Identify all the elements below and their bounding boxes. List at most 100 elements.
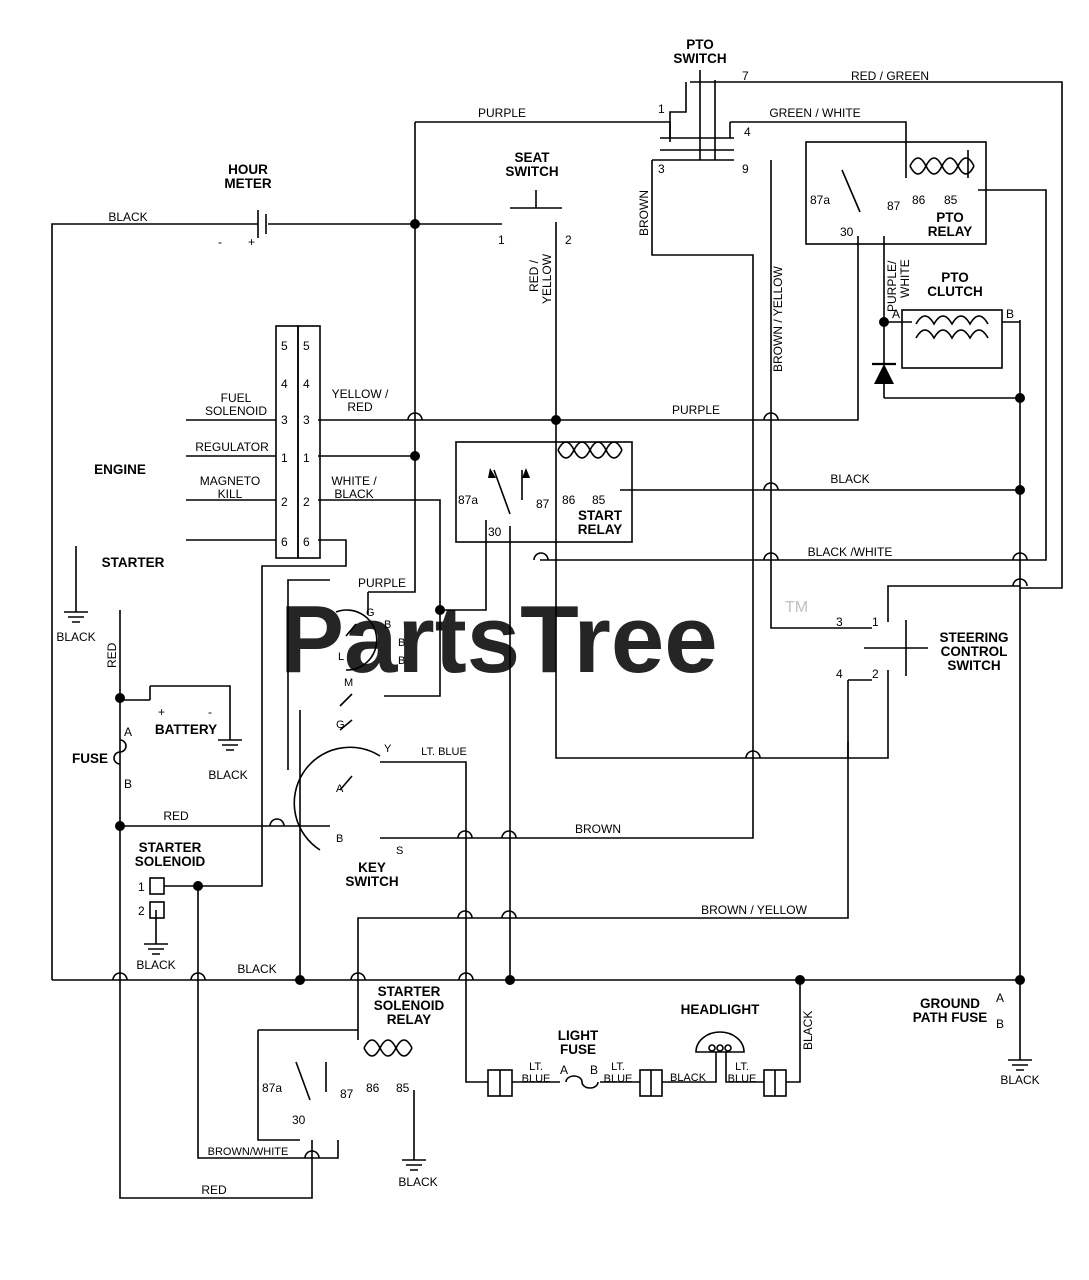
hour-meter-title-1: HOUR: [228, 162, 268, 177]
engine-label: ENGINE: [94, 462, 146, 477]
junction: [410, 451, 420, 461]
light-fuse: LIGHT FUSE A B: [487, 1028, 787, 1097]
wire-label-brown-yellow: BROWN / YELLOW: [771, 266, 785, 372]
starter-solenoid-pin1-box: [149, 877, 165, 895]
hop: [501, 910, 517, 919]
headlight-icon: [695, 1031, 745, 1053]
pto-relay-87: 87: [887, 199, 901, 213]
key-terminal-b: B: [384, 619, 391, 631]
ssr-30: 30: [292, 1113, 306, 1127]
hop: [457, 830, 473, 839]
hop: [745, 750, 761, 759]
battery-minus: -: [208, 705, 212, 719]
pto-switch-title-2: SWITCH: [673, 51, 726, 66]
hop: [112, 972, 128, 981]
engine-pin-left: 1: [281, 451, 288, 465]
brown-white-wire: [164, 885, 300, 1159]
battery-label: BATTERY: [155, 722, 217, 737]
wire-label-lt-blue-3a: LT.: [735, 1061, 749, 1073]
junction: [505, 975, 515, 985]
junction: [435, 605, 445, 615]
lt-blue-key-wire: [380, 761, 488, 1083]
wire-label-black-headlight-vertical: BLACK: [801, 1011, 815, 1050]
junction-dots: [115, 219, 1025, 985]
wire-label-white-black-1: WHITE /: [331, 474, 377, 488]
pto-diode-icon: [874, 364, 894, 384]
pto-switch-title-1: PTO: [686, 37, 714, 52]
headlight-title: HEADLIGHT: [681, 1002, 760, 1017]
pto-pin-1: 1: [658, 102, 665, 116]
hour-meter-title-2: METER: [224, 176, 272, 191]
ground-path-fuse: GROUND PATH FUSE A B: [913, 991, 1004, 1031]
engine-pin-left: 3: [281, 413, 288, 427]
wire-label-red-left: RED: [105, 642, 119, 668]
key-switch: G B B L B M G Y A B S KEY SWITCH: [293, 607, 405, 889]
engine-pin-right: 5: [303, 339, 310, 353]
wire-label-brown-yellow-bottom: BROWN / YELLOW: [701, 903, 807, 917]
pto-relay-title-2: RELAY: [928, 224, 973, 239]
start-relay-30: 30: [488, 525, 502, 539]
ground-symbols: [64, 611, 1032, 1171]
headlight-bulb: [708, 1044, 716, 1052]
pto-pin-7: 7: [742, 69, 749, 83]
ssr-87a: 87a: [262, 1081, 282, 1095]
pto-switch-lever: [669, 82, 687, 142]
key-terminal-g: G: [366, 607, 375, 619]
lt-blue-3-wire: [725, 1052, 764, 1083]
ssr-frame: [257, 1030, 300, 1141]
wire-label-black-ground: BLACK: [56, 630, 95, 644]
seat-pin-2: 2: [565, 233, 572, 247]
wire-label-black-battery: BLACK: [208, 768, 247, 782]
wire-label-brown: BROWN: [637, 190, 651, 236]
engine-pin-right: 1: [303, 451, 310, 465]
ssr-86: 86: [366, 1081, 380, 1095]
red-battery-wire: [119, 610, 150, 701]
gpf-title-2: PATH FUSE: [913, 1010, 988, 1025]
wire-label-brown-key: BROWN: [575, 822, 621, 836]
wire-label-black-headlight: BLACK: [670, 1072, 707, 1084]
junction: [795, 975, 805, 985]
fuel-solenoid-label-2: SOLENOID: [205, 404, 267, 418]
fuse-a: A: [124, 725, 132, 739]
junction: [410, 219, 420, 229]
junction: [193, 881, 203, 891]
wire-label-lt-blue-3b: BLUE: [728, 1073, 757, 1085]
pto-relay-coil: [909, 157, 975, 175]
wire-label-red-fuse: RED: [163, 809, 189, 823]
key-switch-ring-lower: [293, 746, 381, 851]
fuel-solenoid-label-1: FUEL: [221, 391, 252, 405]
pto-clutch-title-1: PTO: [941, 270, 969, 285]
magneto-kill-label-2: KILL: [218, 487, 243, 501]
wire-label-yellow-red-2: RED: [347, 400, 373, 414]
hour-meter-plus: +: [248, 235, 255, 249]
black-white-wire: [540, 189, 1047, 561]
steering-pin-1: 1: [872, 615, 879, 629]
ssr-title-1: STARTER: [378, 984, 441, 999]
red-bottom-wire: [119, 700, 313, 1199]
battery: + - BATTERY: [149, 685, 231, 737]
wire-label-lt-blue-2a: LT.: [611, 1061, 625, 1073]
pto-pin-9: 9: [742, 162, 749, 176]
key-switch-title-1: KEY: [358, 860, 386, 875]
pto-pin-3: 3: [658, 162, 665, 176]
wire-label-red-bottom: RED: [201, 1183, 227, 1197]
junction: [551, 415, 561, 425]
steering-title-1: STEERING: [939, 630, 1008, 645]
junction: [115, 821, 125, 831]
headlight-bulb: [724, 1044, 732, 1052]
wire-label-black: BLACK: [108, 210, 147, 224]
wire-label-purple: PURPLE: [478, 106, 526, 120]
hop: [1012, 578, 1028, 587]
ground-icon: [144, 943, 168, 955]
pto-relay-85: 85: [944, 193, 958, 207]
key-terminal-l: L: [338, 651, 344, 663]
wire-label-lt-blue-1b: BLUE: [522, 1073, 551, 1085]
steering-switch-leads: [848, 627, 872, 681]
starter-solenoid-relay: STARTER SOLENOID RELAY 87a 30 87 86 85: [257, 984, 444, 1141]
engine-pin-leads: [186, 419, 276, 541]
wire-label-red-yellow-1: RED /: [527, 259, 541, 292]
hop: [501, 830, 517, 839]
pto-clutch-a: A: [892, 307, 900, 321]
